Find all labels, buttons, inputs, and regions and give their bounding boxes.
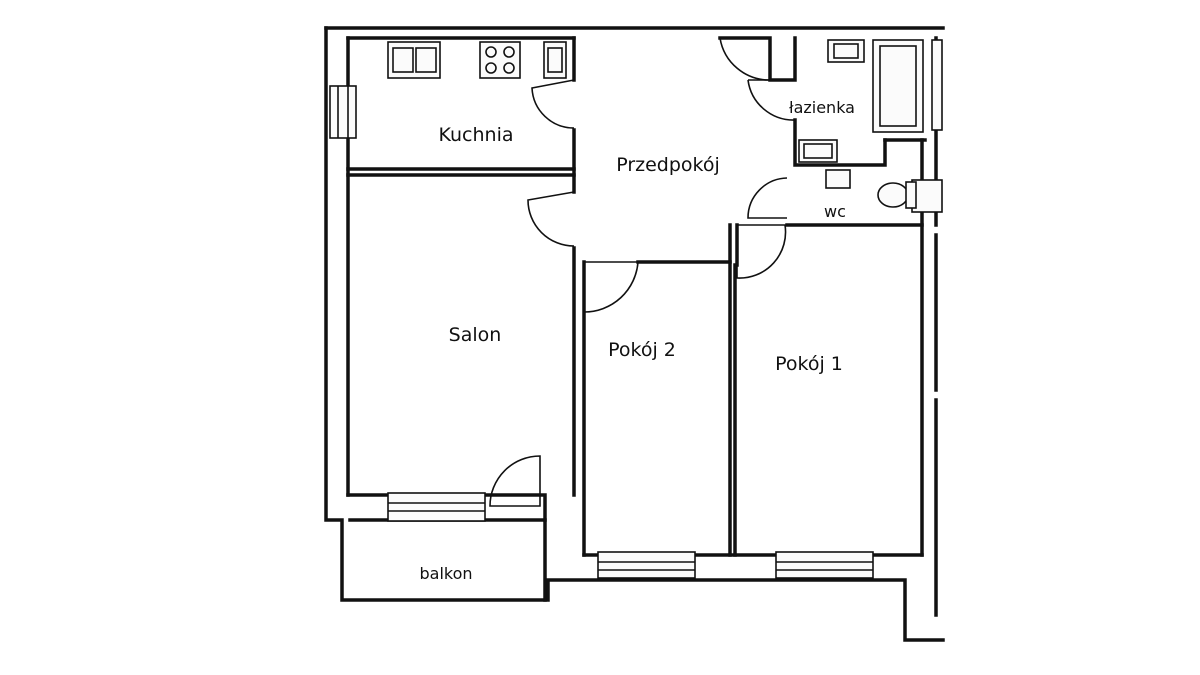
salon-door <box>527 191 575 247</box>
stove <box>479 41 521 79</box>
label-living: Salon <box>449 324 502 346</box>
bathtub <box>872 39 924 133</box>
entry-door <box>719 37 771 81</box>
kitchen-door <box>531 79 575 129</box>
label-room2: Pokój 2 <box>608 339 676 361</box>
washing-machine <box>798 139 838 163</box>
kitchen-window <box>329 85 357 139</box>
wc-window <box>911 179 943 213</box>
label-wc: wc <box>824 202 846 221</box>
label-kitchen: Kuchnia <box>438 124 513 146</box>
balcony-door <box>489 455 541 507</box>
room1-door <box>736 224 787 279</box>
label-hall: Przedpokój <box>616 154 720 176</box>
toilet <box>877 182 909 208</box>
windows <box>329 39 943 579</box>
kitchen-fixtures <box>387 41 567 79</box>
bathroom-door <box>747 79 796 121</box>
room2-door <box>583 261 639 313</box>
doors <box>489 37 796 507</box>
salon-window <box>387 492 486 522</box>
room2-window <box>597 551 696 579</box>
wc-sink <box>825 169 851 189</box>
fridge <box>543 41 567 79</box>
room1-window <box>775 551 874 579</box>
exterior-walls <box>324 26 945 642</box>
room-labels: Kuchnia Przedpokój łazienka wc Salon Pok… <box>419 98 855 583</box>
bathroom-fixtures <box>798 39 924 209</box>
wc-door <box>747 177 788 219</box>
bath-window <box>931 39 943 131</box>
label-bathroom: łazienka <box>789 98 855 117</box>
label-room1: Pokój 1 <box>775 353 843 375</box>
washbasin <box>827 39 865 63</box>
label-balcony: balkon <box>419 564 472 583</box>
